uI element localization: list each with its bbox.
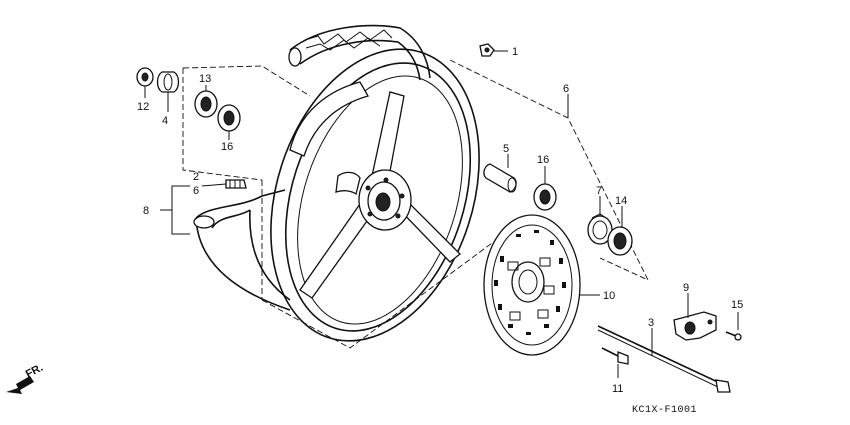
tire-lower — [193, 189, 291, 311]
front-direction-indicator: FR. — [6, 362, 45, 394]
callout-6a: 6 — [563, 83, 569, 95]
callout-12: 12 — [137, 101, 149, 113]
part-bolt-11 — [601, 347, 629, 365]
part-bearing-16-left — [217, 104, 241, 132]
callout-15: 15 — [731, 299, 743, 311]
callout-7: 7 — [596, 185, 602, 197]
callout-10: 10 — [603, 290, 615, 302]
callout-16b: 16 — [537, 154, 549, 166]
leader-lines — [144, 50, 739, 378]
part-valve-2-6 — [225, 179, 247, 189]
part-nut-12 — [136, 67, 154, 87]
callout-14: 14 — [615, 195, 627, 207]
part-bearing-14 — [607, 226, 633, 256]
callout-4: 4 — [162, 115, 168, 127]
callout-5: 5 — [503, 143, 509, 155]
callout-3: 3 — [648, 317, 654, 329]
callout-2: 2 — [193, 171, 199, 183]
part-weight-1 — [479, 43, 495, 57]
arrow-down-left-icon — [6, 376, 34, 394]
callout-13: 13 — [199, 73, 211, 85]
part-collar-4 — [156, 71, 180, 93]
group-bracket-8 — [160, 183, 227, 235]
part-screw-15 — [725, 331, 742, 341]
part-bearing-16-right — [533, 183, 557, 211]
assembly-group-lines — [182, 59, 649, 349]
wheel-hub — [335, 169, 412, 231]
callout-8: 8 — [143, 205, 149, 217]
callout-9: 9 — [683, 282, 689, 294]
drawing-code: KC1X-F1001 — [632, 405, 697, 416]
callout-1: 1 — [512, 46, 518, 58]
brake-disc — [483, 214, 581, 356]
callout-labels: 1 2 3 4 5 6 6 7 8 9 10 11 12 13 14 15 16… — [137, 46, 743, 395]
callout-6b: 6 — [193, 185, 199, 197]
part-axle-3 — [597, 325, 731, 393]
direction-label: FR. — [24, 362, 45, 381]
wheel-rim — [270, 48, 480, 342]
callout-11: 11 — [612, 383, 623, 395]
part-spacer-5 — [483, 163, 517, 193]
callout-16a: 16 — [221, 141, 233, 153]
part-bearing-13 — [194, 90, 218, 118]
part-bracket-9 — [673, 311, 717, 341]
tire-upper — [288, 24, 431, 81]
